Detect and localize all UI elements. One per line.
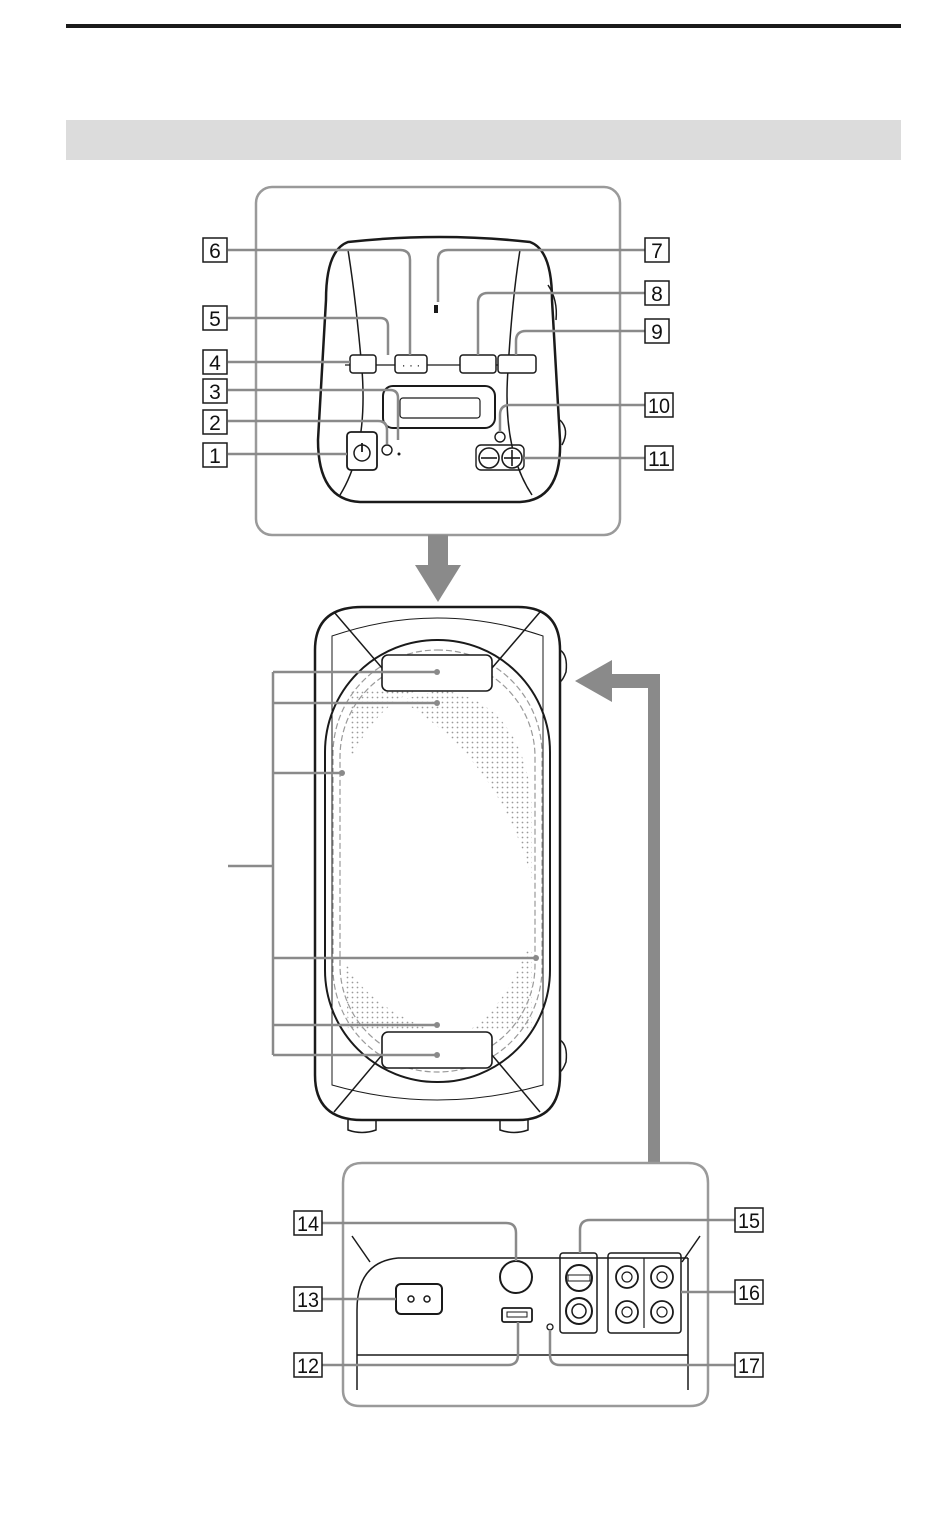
callout-12: 12 [294, 1353, 322, 1378]
callout-8: 8 [645, 281, 669, 306]
rear-panel [343, 1163, 708, 1406]
callout-labels: 1 2 3 4 5 6 7 8 9 10 11 12 13 14 15 16 1… [203, 238, 763, 1378]
power-icon [347, 432, 377, 470]
svg-text:2: 2 [209, 412, 221, 435]
callout-7: 7 [645, 238, 669, 263]
callout-13: 13 [294, 1287, 322, 1312]
rear-leader-lines [322, 1220, 735, 1365]
front-view [315, 607, 566, 1133]
svg-text:7: 7 [651, 240, 663, 263]
callout-10: 10 [645, 393, 673, 418]
callout-6: 6 [203, 238, 227, 263]
plus-icon [502, 448, 522, 468]
callout-3: 3 [203, 379, 227, 404]
callout-15: 15 [735, 1208, 763, 1233]
minus-icon [479, 448, 499, 468]
svg-text:· · ·: · · · [402, 358, 421, 372]
callout-17: 17 [735, 1353, 763, 1378]
svg-text:17: 17 [738, 1355, 760, 1378]
callout-4: 4 [203, 350, 227, 375]
callout-2: 2 [203, 410, 227, 435]
svg-text:12: 12 [297, 1355, 319, 1378]
svg-text:14: 14 [297, 1213, 319, 1236]
svg-text:9: 9 [651, 321, 663, 344]
callout-16: 16 [735, 1280, 763, 1305]
svg-text:13: 13 [297, 1289, 319, 1312]
svg-text:16: 16 [738, 1282, 760, 1305]
svg-text:8: 8 [651, 283, 663, 306]
callout-1: 1 [203, 443, 227, 468]
callout-9: 9 [645, 319, 669, 344]
svg-text:3: 3 [209, 381, 221, 404]
callout-14: 14 [294, 1211, 322, 1236]
top-leader-lines [228, 250, 645, 458]
down-arrow-icon [415, 535, 461, 602]
svg-text:1: 1 [209, 445, 221, 468]
svg-text:15: 15 [738, 1210, 760, 1233]
callout-5: 5 [203, 306, 227, 331]
svg-text:11: 11 [648, 448, 670, 471]
svg-text:5: 5 [209, 308, 221, 331]
up-arrow-icon [575, 660, 660, 1164]
svg-text:4: 4 [209, 352, 221, 375]
callout-11: 11 [645, 446, 673, 471]
svg-text:6: 6 [209, 240, 221, 263]
svg-text:10: 10 [648, 395, 670, 418]
